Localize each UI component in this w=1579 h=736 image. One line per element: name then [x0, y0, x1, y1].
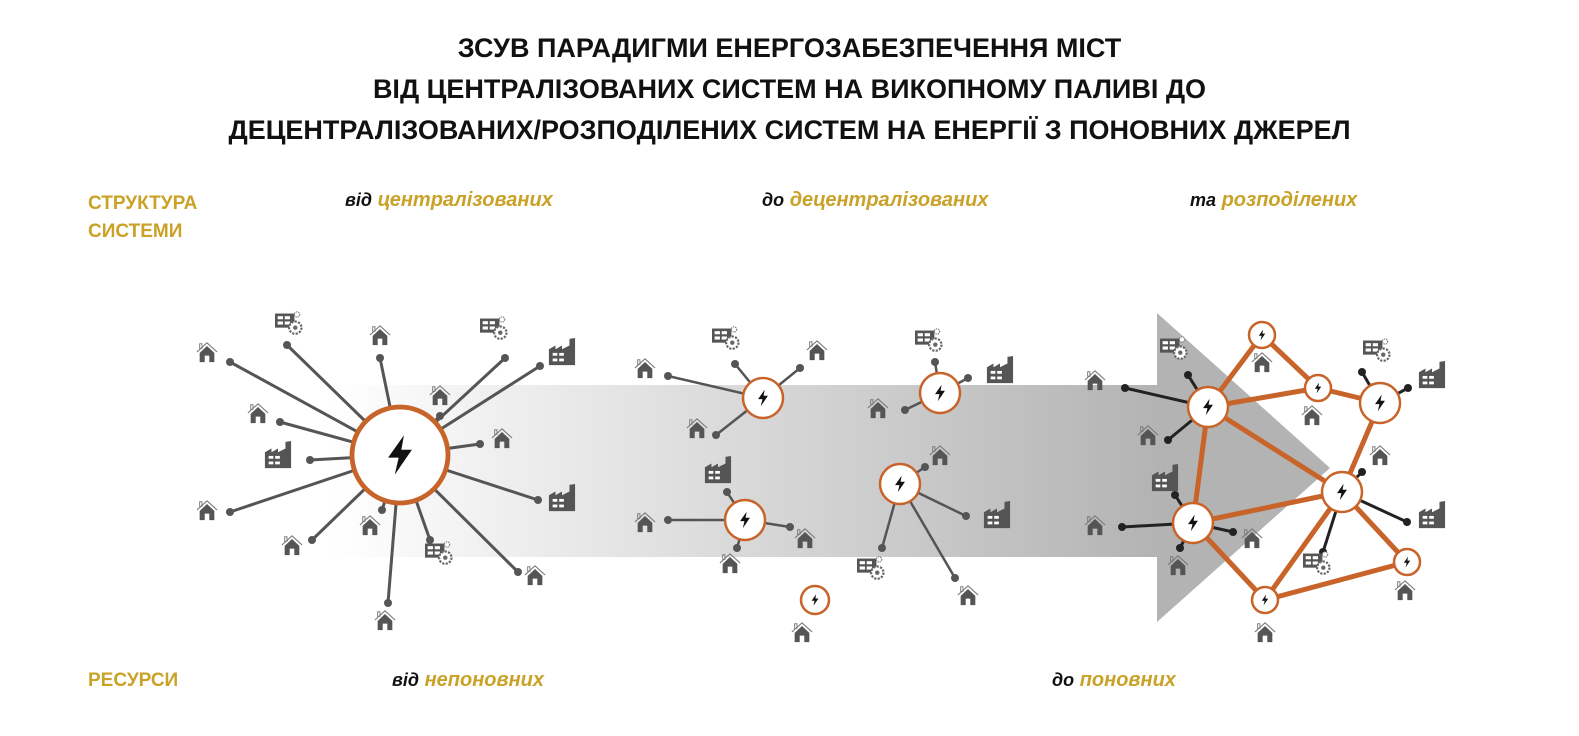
- factory-icon: [1418, 501, 1446, 529]
- title-line-2: ВІД ЦЕНТРАЛІЗОВАНИХ СИСТЕМ НА ВИКОПНОМУ …: [372, 74, 1207, 104]
- factory-icon: [1418, 361, 1446, 389]
- title-line-1: ЗСУВ ПАРАДИГМИ ЕНЕРГОЗАБЕЗПЕЧЕННЯ МІСТ: [457, 33, 1122, 63]
- connection-dot: [501, 354, 509, 362]
- resource-renewable: до поновних: [1052, 669, 1176, 692]
- title-line-3: ДЕЦЕНТРАЛІЗОВАНИХ/РОЗПОДІЛЕНИХ СИСТЕМ НА…: [228, 115, 1351, 145]
- resource-pre: до: [1052, 670, 1075, 690]
- grid-link: [1192, 489, 1343, 526]
- connection-dot: [226, 508, 234, 516]
- connection-dot: [921, 463, 929, 471]
- house-icon: [1254, 622, 1276, 643]
- house-icon: [1394, 580, 1416, 601]
- stage-centralized: від централізованих: [345, 189, 553, 212]
- office-building-gear-icon: [710, 325, 740, 350]
- house-icon: [806, 340, 828, 361]
- resource-nonrenewable: від непоновних: [392, 669, 544, 692]
- connection-dot: [786, 523, 794, 531]
- connection-dot: [931, 358, 939, 366]
- connection-dot: [1176, 544, 1184, 552]
- factory-icon: [986, 356, 1014, 384]
- stage-distributed: та розподілених: [1190, 189, 1357, 212]
- connection-dot: [901, 406, 909, 414]
- house-icon: [196, 342, 218, 363]
- connection-dot: [733, 544, 741, 552]
- grid-link: [1206, 404, 1344, 495]
- house-icon: [957, 585, 979, 606]
- connection-dot: [276, 418, 284, 426]
- house-icon: [281, 535, 303, 556]
- connection-dot: [436, 412, 444, 420]
- resource-pre: від: [392, 670, 419, 690]
- stage-keyword: розподілених: [1221, 189, 1358, 211]
- stage-pre: до: [762, 190, 785, 210]
- connection-dot: [1358, 368, 1366, 376]
- connection-dot: [306, 456, 314, 464]
- connection-dot: [1118, 523, 1126, 531]
- connection-dot: [951, 574, 959, 582]
- connection-dot: [1164, 436, 1172, 444]
- grid-link: [1262, 490, 1345, 602]
- office-building-gear-icon: [273, 310, 303, 335]
- house-icon: [1369, 445, 1391, 466]
- connection-dot: [964, 374, 972, 382]
- office-building-gear-icon: [478, 315, 508, 340]
- connection-dot: [1121, 384, 1129, 392]
- connection-dot: [723, 488, 731, 496]
- connection-dot: [1404, 384, 1412, 392]
- connection-dot: [283, 341, 291, 349]
- connection-dot: [712, 431, 720, 439]
- house-icon: [791, 622, 813, 643]
- structure-label-line-2: СИСТЕМИ: [88, 221, 183, 242]
- connection-dot: [1358, 468, 1366, 476]
- connection-dot: [962, 512, 970, 520]
- connection-dot: [664, 516, 672, 524]
- house-icon: [374, 610, 396, 631]
- connection-dot: [1403, 518, 1411, 526]
- connection-dot: [536, 362, 544, 370]
- structure-label: СТРУКТУРА СИСТЕМИ: [88, 190, 197, 246]
- house-icon: [1251, 352, 1273, 373]
- office-building-gear-icon: [1361, 337, 1391, 362]
- stage-keyword: централізованих: [377, 189, 553, 211]
- office-building-gear-icon: [1301, 550, 1331, 575]
- office-building-gear-icon: [913, 327, 943, 352]
- connection-dot: [376, 354, 384, 362]
- connection-dot: [1229, 528, 1237, 536]
- house-icon: [247, 403, 269, 424]
- house-icon: [196, 500, 218, 521]
- connection-dot: [308, 536, 316, 544]
- stage-decentralized: до децентралізованих: [762, 189, 988, 212]
- factory-icon: [548, 338, 576, 366]
- stage-keyword: децентралізованих: [789, 189, 989, 211]
- connection-dot: [731, 360, 739, 368]
- stage-pre: та: [1190, 190, 1217, 210]
- resource-keyword: поновних: [1079, 669, 1176, 691]
- connection-dot: [426, 536, 434, 544]
- connection-dot: [534, 496, 542, 504]
- diagram-title: ЗСУВ ПАРАДИГМИ ЕНЕРГОЗАБЕЗПЕЧЕННЯ МІСТ В…: [0, 28, 1579, 151]
- factory-icon: [264, 441, 292, 469]
- connection-dot: [878, 544, 886, 552]
- house-icon: [1301, 405, 1323, 426]
- connection-dot: [796, 364, 804, 372]
- grid-link: [1264, 559, 1408, 603]
- house-icon: [524, 565, 546, 586]
- structure-label-line-1: СТРУКТУРА: [88, 193, 198, 214]
- resource-keyword: непоновних: [424, 669, 544, 691]
- office-building-gear-icon: [423, 540, 453, 565]
- connection-dot: [514, 568, 522, 576]
- connection-dot: [476, 440, 484, 448]
- connection-dot: [226, 358, 234, 366]
- connection-dot: [1171, 491, 1179, 499]
- connection-dot: [664, 372, 672, 380]
- stage-pre: від: [345, 190, 372, 210]
- connection-dot: [1184, 371, 1192, 379]
- resources-label: РЕСУРСИ: [88, 670, 179, 691]
- house-icon: [634, 358, 656, 379]
- house-icon: [369, 325, 391, 346]
- office-building-gear-icon: [855, 555, 885, 580]
- connection-dot: [384, 599, 392, 607]
- connection-dot: [378, 506, 386, 514]
